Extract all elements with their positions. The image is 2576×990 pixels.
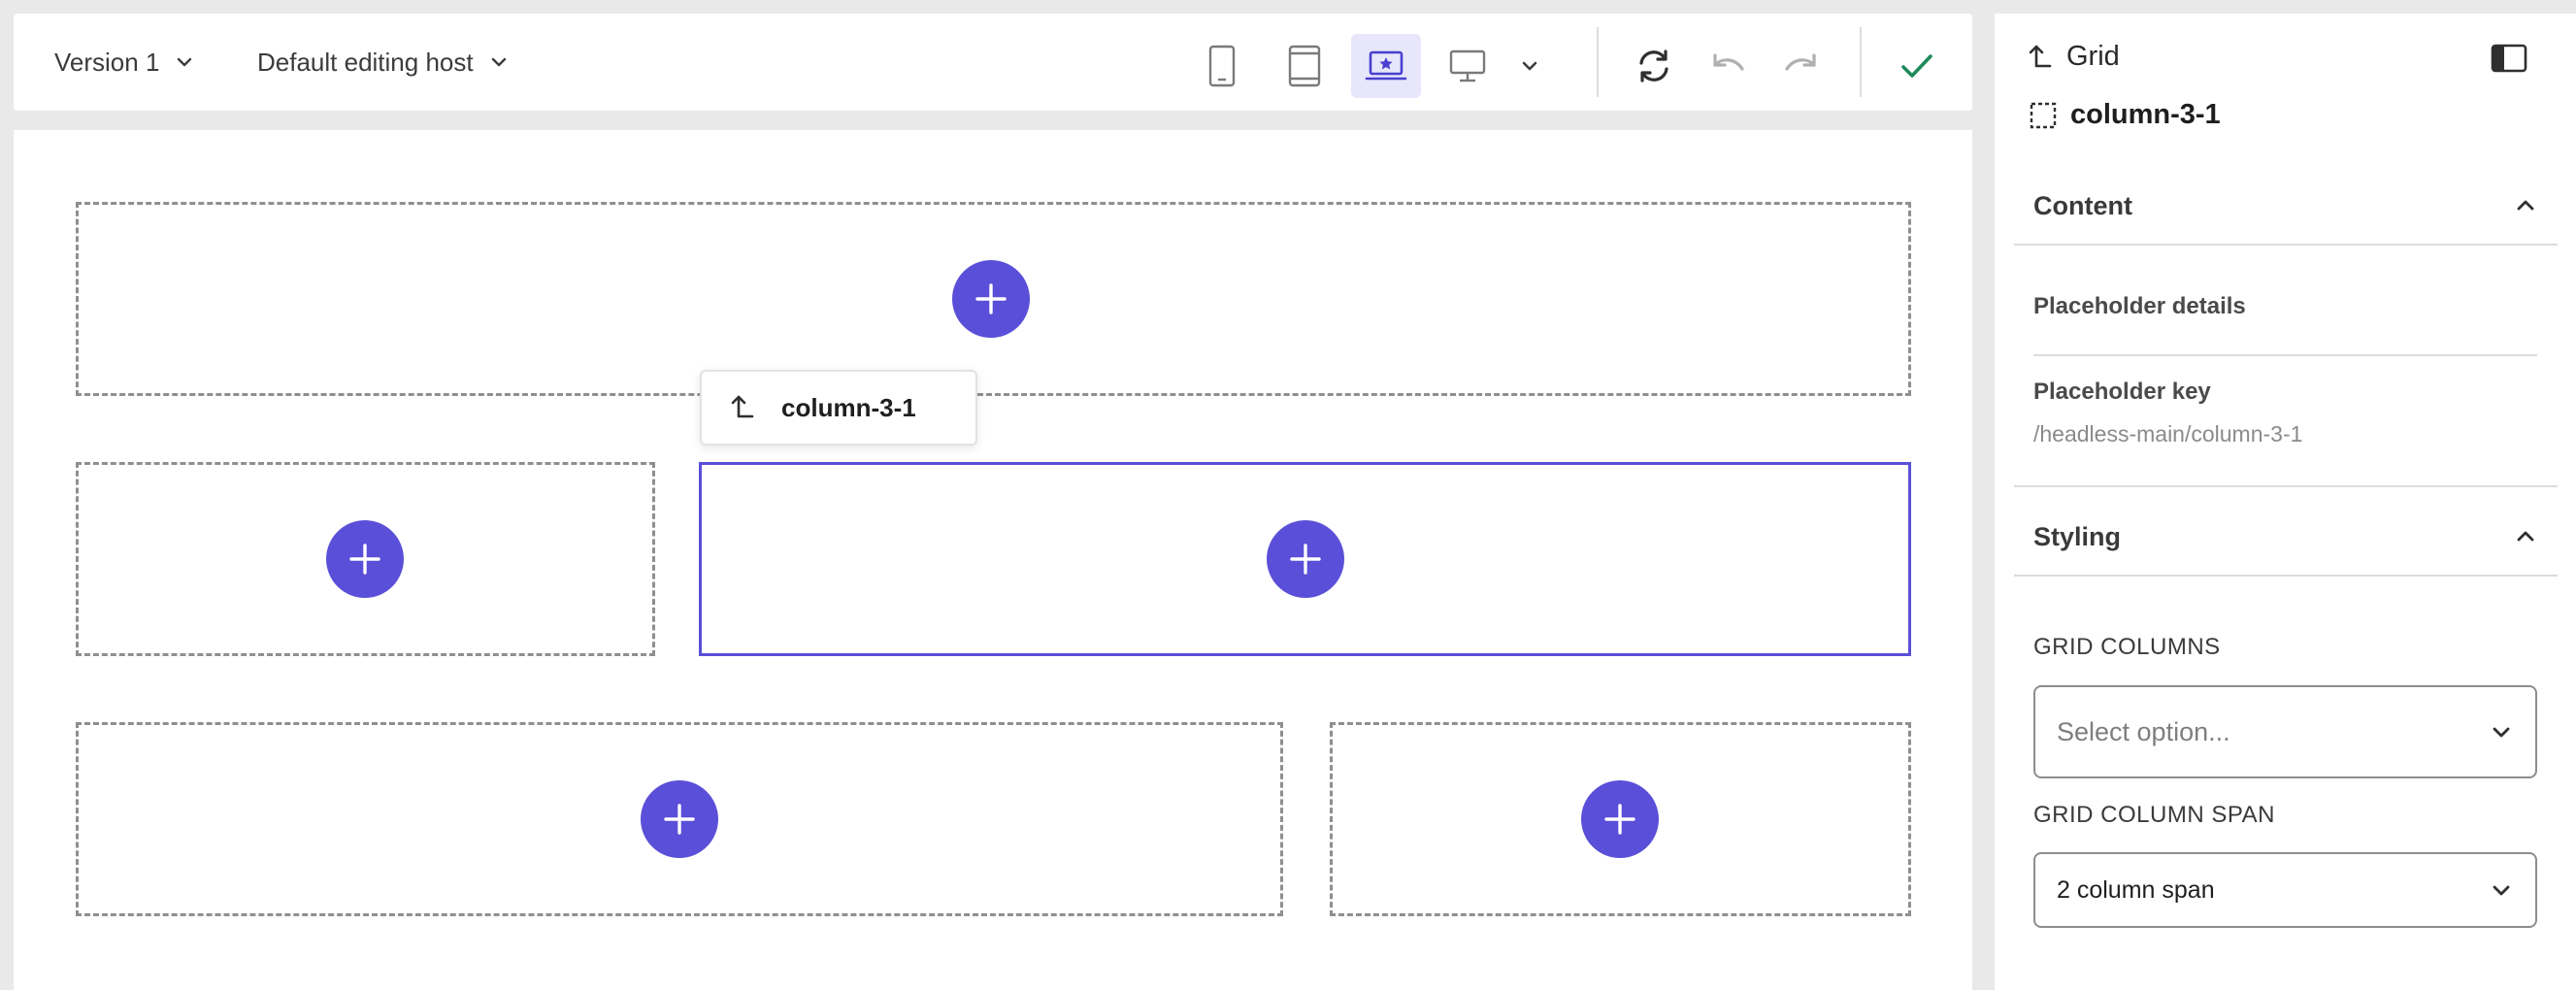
- add-component-button[interactable]: [326, 520, 404, 598]
- add-component-button[interactable]: [1267, 520, 1344, 598]
- grid-columns-label: GRID COLUMNS: [2033, 634, 2221, 660]
- chevron-down-icon: [2493, 727, 2510, 738]
- selected-node-title: column-3-1: [2030, 99, 2221, 131]
- placeholder-row-1-full[interactable]: [76, 202, 1911, 396]
- placeholder-row-3-col-2[interactable]: [1330, 722, 1911, 916]
- undo-button[interactable]: [1693, 34, 1763, 98]
- selected-placeholder-chip[interactable]: column-3-1: [700, 370, 977, 446]
- parent-breadcrumb[interactable]: Grid: [2028, 41, 2120, 73]
- chevron-up-icon: [2517, 200, 2534, 211]
- mobile-device-button[interactable]: [1187, 34, 1257, 98]
- editor-toolbar: Version 1 Default editing host: [14, 14, 1972, 111]
- plus-icon: [1290, 544, 1321, 575]
- select-parent-icon: [731, 395, 754, 418]
- tablet-device-icon: [1288, 45, 1321, 87]
- confirm-button[interactable]: [1882, 34, 1952, 98]
- placeholder-row-2-col-2-selected[interactable]: [699, 462, 1911, 656]
- laptop-device-icon: [1365, 50, 1407, 81]
- redo-button[interactable]: [1767, 34, 1836, 98]
- styling-section-title: Styling: [2033, 521, 2122, 551]
- content-section-title: Content: [2033, 190, 2132, 220]
- undo-icon: [1713, 53, 1744, 71]
- plus-icon: [1604, 804, 1635, 835]
- chevron-down-icon: [178, 57, 192, 67]
- desktop-device-icon: [1449, 50, 1486, 82]
- sidebar-toggle-icon: [2491, 44, 2527, 73]
- chevron-down-icon: [1522, 61, 1537, 71]
- chip-label: column-3-1: [781, 392, 916, 422]
- placeholder-key-value: /headless-main/column-3-1: [2033, 421, 2303, 446]
- laptop-device-button[interactable]: [1351, 34, 1421, 98]
- divider: [2033, 354, 2537, 356]
- properties-panel: Grid column-3-1 Content Placeholder deta…: [1995, 14, 2576, 990]
- version-label: Version 1: [54, 47, 160, 77]
- plus-icon: [975, 283, 1007, 314]
- add-component-button[interactable]: [641, 780, 718, 858]
- placeholder-row-2-col-1[interactable]: [76, 462, 655, 656]
- grid-column-span-label: GRID COLUMN SPAN: [2033, 802, 2275, 828]
- refresh-icon: [1639, 50, 1668, 82]
- parent-label: Grid: [2066, 41, 2120, 72]
- placeholder-row-3-col-1[interactable]: [76, 722, 1283, 916]
- toggle-panel-button[interactable]: [2491, 44, 2527, 78]
- grid-column-span-select[interactable]: 2 column span: [2033, 852, 2537, 928]
- checkmark-icon: [1901, 54, 1932, 78]
- content-section-header[interactable]: Content: [2014, 168, 2558, 246]
- add-component-button[interactable]: [1581, 780, 1659, 858]
- styling-section-header[interactable]: Styling: [2014, 499, 2558, 577]
- toolbar-divider: [1597, 27, 1599, 97]
- desktop-device-button[interactable]: [1433, 34, 1503, 98]
- more-devices-button[interactable]: [1501, 34, 1559, 98]
- placeholder-details-heading: Placeholder details: [2033, 293, 2246, 319]
- chevron-down-icon: [2493, 885, 2510, 896]
- tablet-device-button[interactable]: [1270, 34, 1339, 98]
- editing-host-dropdown[interactable]: Default editing host: [257, 14, 511, 111]
- version-dropdown[interactable]: Version 1: [54, 14, 196, 111]
- plus-icon: [349, 544, 380, 575]
- mobile-device-icon: [1208, 45, 1236, 87]
- redo-icon: [1785, 53, 1816, 71]
- placeholder-key-label: Placeholder key: [2033, 379, 2211, 405]
- toolbar-divider: [1860, 27, 1862, 97]
- node-title: column-3-1: [2070, 99, 2221, 130]
- editing-host-label: Default editing host: [257, 47, 474, 77]
- plus-icon: [664, 804, 695, 835]
- grid-column-span-value: 2 column span: [2057, 875, 2215, 904]
- grid-columns-value: Select option...: [2057, 716, 2230, 746]
- refresh-button[interactable]: [1619, 34, 1689, 98]
- chevron-down-icon: [491, 57, 506, 67]
- add-component-button[interactable]: [952, 260, 1030, 338]
- select-parent-icon: [2029, 45, 2052, 67]
- page-canvas: column-3-1: [14, 130, 1972, 990]
- divider: [2014, 485, 2558, 487]
- chevron-up-icon: [2517, 531, 2534, 542]
- placeholder-icon: [2030, 102, 2057, 128]
- grid-columns-select[interactable]: Select option...: [2033, 685, 2537, 778]
